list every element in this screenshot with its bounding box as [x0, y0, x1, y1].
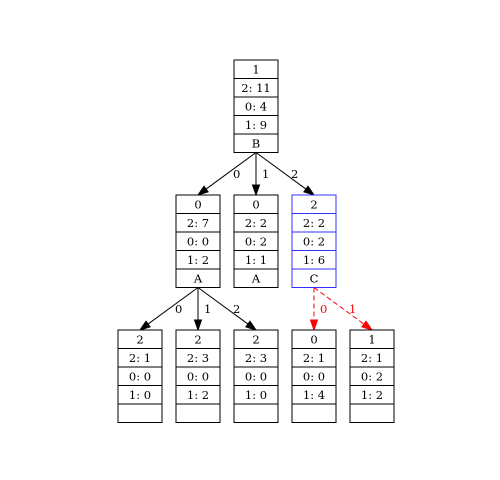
node-cell-text: 2: 3: [187, 351, 209, 365]
edges-layer: 0 1 2 0 1 2 0 1: [138, 152, 374, 332]
edge-line: [313, 287, 365, 325]
node-cell-text: 1: 2: [361, 388, 383, 402]
node-cell-text: 0: [252, 197, 259, 211]
arrowhead-icon: [309, 319, 319, 332]
arrowhead-icon: [138, 320, 151, 331]
node-cell-text: C: [310, 271, 319, 285]
node-cell-text: 1: 9: [245, 118, 267, 132]
tree-node: 2 2: 1 0: 0 1: 0: [117, 329, 163, 423]
node-cell-text: A: [251, 271, 261, 285]
edge-label: 1: [349, 302, 356, 316]
tree-node: 0 2: 2 0: 2 1: 1 A: [233, 194, 279, 288]
edge-line: [197, 287, 249, 325]
edge-label: 0: [175, 302, 182, 316]
node-cell-text: 0: 2: [303, 234, 325, 248]
arrowhead-icon: [303, 185, 316, 196]
tree-edge: 0: [196, 152, 257, 196]
edge-label: 0: [233, 167, 240, 181]
node-cell-text: 2: 11: [241, 81, 270, 95]
node-frame: [175, 194, 221, 288]
tree-edge: 1: [193, 287, 211, 332]
edge-label: 0: [320, 302, 327, 316]
node-cell-text: 2: 2: [303, 216, 325, 230]
arrowhead-icon: [245, 320, 258, 331]
edge-label: 1: [262, 167, 269, 181]
node-cell-text: 0: 0: [245, 369, 267, 383]
node-cell-text: 2: 3: [245, 351, 267, 365]
edge-line: [205, 152, 257, 190]
edge-label: 2: [291, 167, 298, 181]
node-frame: [291, 194, 337, 288]
edge-line: [255, 152, 307, 190]
tree-node: 2 2: 3 0: 0 1: 2: [175, 329, 221, 423]
node-cell-text: 1: 6: [303, 253, 325, 267]
node-cell-text: B: [252, 136, 260, 150]
tree-node: 2 2: 3 0: 0 1: 0: [233, 329, 279, 423]
tree-edge: 1: [313, 287, 374, 331]
node-frame: [349, 329, 395, 423]
tree-edge: 2: [197, 287, 258, 331]
tree-node: 1 2: 1 0: 2 1: 2: [349, 329, 395, 423]
node-frame: [233, 329, 279, 423]
node-frame: [233, 194, 279, 288]
node-cell-text: 1: 4: [303, 388, 325, 402]
node-cell-text: 1: [368, 332, 375, 346]
edge-line: [147, 287, 199, 325]
tree-edge: 0: [309, 287, 327, 332]
tree-edge: 0: [138, 287, 199, 331]
node-cell-text: 2: 7: [187, 216, 209, 230]
node-frame: [175, 329, 221, 423]
node-cell-text: 0: 0: [303, 369, 325, 383]
node-cell-text: 1: 1: [245, 253, 267, 267]
edge-label: 2: [233, 302, 240, 316]
node-cell-text: 0: 4: [245, 99, 267, 113]
edge-label: 1: [204, 302, 211, 316]
node-cell-text: 2: 2: [245, 216, 267, 230]
arrowhead-icon: [251, 184, 261, 197]
node-frame: [291, 329, 337, 423]
tree-node: 0 2: 1 0: 0 1: 4: [291, 329, 337, 423]
arrowhead-icon: [193, 319, 203, 332]
node-cell-text: 0: 0: [187, 369, 209, 383]
node-frame: [117, 329, 163, 423]
node-cell-text: 0: 0: [129, 369, 151, 383]
node-cell-text: 1: 2: [187, 253, 209, 267]
node-cell-text: 1: 2: [187, 388, 209, 402]
tree-edge: 1: [251, 152, 269, 197]
node-cell-text: 1: 0: [245, 388, 267, 402]
node-cell-text: 2: 1: [129, 351, 151, 365]
node-cell-text: 2: [310, 197, 317, 211]
node-cell-text: 0: 0: [187, 234, 209, 248]
node-cell-text: 1: [252, 62, 259, 76]
node-cell-text: 2: [136, 332, 143, 346]
node-cell-text: 0: 2: [361, 369, 383, 383]
node-cell-text: 2: [252, 332, 259, 346]
tree-node: 2 2: 2 0: 2 1: 6 C: [291, 194, 337, 288]
tree-edge: 2: [255, 152, 316, 196]
node-cell-text: 2: 1: [361, 351, 383, 365]
node-cell-text: 1: 0: [129, 388, 151, 402]
node-cell-text: 0: [310, 332, 317, 346]
node-cell-text: 2: 1: [303, 351, 325, 365]
node-frame: [233, 59, 279, 153]
node-cell-text: 0: [194, 197, 201, 211]
node-cell-text: 0: 2: [245, 234, 267, 248]
arrowhead-icon: [361, 320, 374, 331]
node-cell-text: 2: [194, 332, 201, 346]
node-cell-text: A: [193, 271, 203, 285]
tree-node: 0 2: 7 0: 0 1: 2 A: [175, 194, 221, 288]
arrowhead-icon: [196, 185, 209, 196]
tree-node: 1 2: 11 0: 4 1: 9 B: [233, 59, 279, 153]
